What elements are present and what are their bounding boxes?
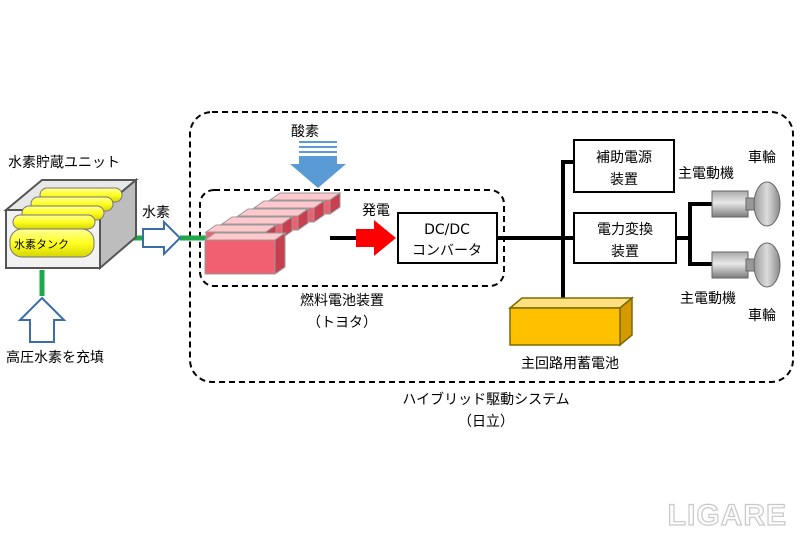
main-motor-bottom-label: 主電動機 (680, 291, 736, 307)
wheel-bottom (753, 242, 781, 288)
hydrogen-storage-title: 水素貯蔵ユニット (8, 155, 120, 171)
oxygen-arrow (290, 141, 346, 188)
hydrogen-fill-arrow (17, 296, 67, 343)
hybrid-system-name: ハイブリッド駆動システム (402, 391, 569, 408)
wheel-bottom-label: 車輪 (748, 307, 776, 324)
aux-power-box (573, 139, 675, 193)
wheel-top-label: 車輪 (748, 149, 776, 166)
wheel-top (753, 181, 781, 227)
generation-arrow (356, 220, 396, 256)
converter-line1: DC/DC (424, 222, 470, 238)
power-lines (330, 160, 714, 300)
fuel-cell-name: 燃料電池装置 (300, 292, 384, 309)
aux-power-line1: 補助電源 (596, 150, 652, 166)
battery-label: 主回路用蓄電池 (521, 356, 619, 372)
hybrid-system-maker: （日立） (458, 414, 514, 430)
hydrogen-flow-arrow (142, 219, 182, 257)
generation-label: 発電 (362, 203, 390, 219)
hydrogen-tank-label: 水素タンク (14, 238, 69, 251)
fuel-cell-stack (203, 192, 342, 275)
main-circuit-battery (507, 296, 635, 347)
power-conversion-line1: 電力変換 (597, 221, 653, 238)
main-motor-bottom (711, 251, 761, 279)
fuel-cell-maker: （トヨタ） (307, 315, 377, 331)
oxygen-label: 酸素 (291, 124, 319, 140)
hydrogen-fill-label: 高圧水素を充填 (6, 349, 104, 366)
hybrid-system-boundary (189, 111, 794, 383)
main-motor-top (711, 190, 761, 218)
hydrogen-tanks (9, 187, 123, 258)
main-motor-top-label: 主電動機 (678, 166, 734, 182)
power-conversion-line2: 装置 (611, 244, 639, 260)
power-conversion-box (573, 212, 677, 264)
dcdc-converter-box (397, 212, 498, 264)
aux-power-line2: 装置 (610, 172, 638, 188)
ligare-watermark: LIGARE (668, 499, 787, 532)
converter-line2: コンバータ (412, 243, 482, 259)
hydrogen-flow-label: 水素 (142, 205, 170, 221)
